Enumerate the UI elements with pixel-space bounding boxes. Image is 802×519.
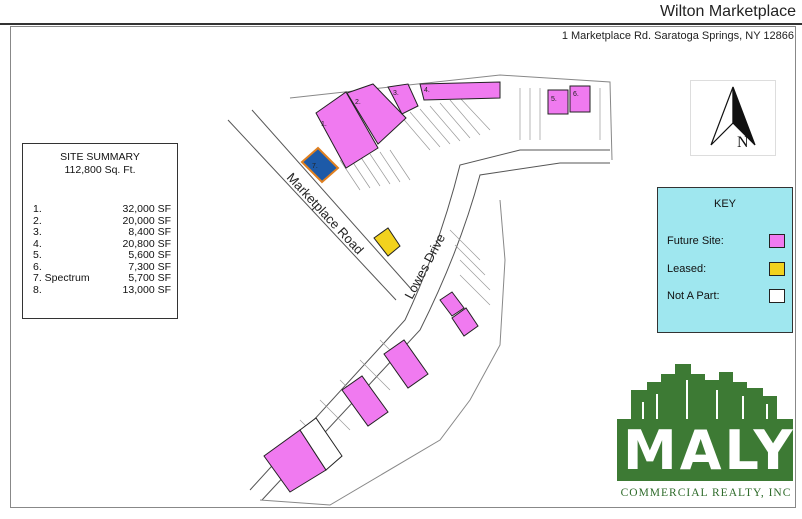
row-value: 32,000 SF (122, 203, 171, 215)
row-label: 6. (33, 260, 42, 273)
row-value: 13,000 SF (122, 283, 171, 296)
compass-label: N (737, 134, 749, 151)
key-row-future: Future Site: (667, 234, 785, 248)
key-label: Future Site: (667, 235, 724, 247)
site-summary-box: SITE SUMMARY 112,800 Sq. Ft. 1. 32,000 SF… (22, 143, 178, 319)
key-title: KEY (713, 198, 736, 210)
pad-lower-2 (341, 375, 389, 427)
building-6 (569, 85, 591, 113)
summary-row: 7. Spectrum 5,700 SF (33, 272, 171, 285)
row-value: 8,400 SF (128, 226, 171, 238)
logo-box (617, 419, 793, 481)
lowes-drive-label: Lowes Drive (401, 231, 448, 301)
summary-row: 5. 5,600 SF (33, 249, 171, 262)
summary-row: 3. 8,400 SF (33, 226, 171, 239)
row-value: 5,700 SF (128, 272, 171, 284)
road-lines (227, 74, 613, 506)
building-6-label: 6. (573, 91, 579, 98)
row-label: 4. (33, 237, 42, 250)
building-4-label: 4. (424, 87, 430, 94)
marketplace-road-label: Marketplace Road (284, 170, 367, 257)
row-value: 20,000 SF (122, 214, 171, 227)
building-2-label: 2. (355, 99, 361, 106)
row-label: 5. (33, 249, 42, 261)
logo-name: MALY (623, 419, 796, 482)
leased-pad (373, 227, 401, 257)
building-2 (346, 83, 407, 145)
pad-lower-white (299, 417, 343, 471)
summary-list: 1. 32,000 SF 2. 20,000 SF 3. 8,400 SF 4. 20,… (33, 203, 171, 297)
building-1-label: 1. (321, 121, 327, 128)
logo-subtitle: COMMERCIAL REALTY, INC (620, 487, 792, 499)
summary-total: 112,800 Sq. Ft. (64, 164, 136, 176)
key-label: Not A Part: (667, 290, 720, 302)
leased-swatch (769, 262, 785, 276)
building-4 (419, 81, 501, 101)
row-label: 8. (33, 283, 42, 296)
not-a-part-swatch (769, 289, 785, 303)
row-label: 3. (33, 226, 42, 238)
row-value: 7,300 SF (128, 260, 171, 273)
key-row-not-a-part: Not A Part: (667, 289, 785, 303)
map-key: KEY Future Site: Leased: Not A Part: (657, 187, 793, 333)
key-label: Leased: (667, 263, 707, 275)
building-7-spectrum (300, 146, 340, 184)
building-5-label: 5. (551, 96, 557, 103)
map-frame (10, 26, 796, 508)
page-title: Wilton Marketplace (659, 3, 796, 20)
building-3-label: 3. (393, 90, 399, 97)
building-3 (387, 83, 419, 115)
maly-logo: MALY COMMERCIAL REALTY, INC (617, 362, 797, 512)
row-label: 1. (33, 203, 42, 215)
summary-row: 6. 7,300 SF (33, 260, 171, 274)
header-divider (0, 23, 802, 25)
row-value: 5,600 SF (128, 249, 171, 261)
building-1 (315, 91, 379, 169)
summary-row: 8. 13,000 SF (33, 283, 171, 297)
summary-row: 2. 20,000 SF (33, 214, 171, 228)
pad-right-2 (451, 307, 479, 337)
summary-row: 4. 20,800 SF (33, 237, 171, 251)
compass-arrow-icon: N (710, 86, 756, 151)
pad-lower-1 (383, 339, 429, 389)
site-address: 1 Marketplace Rd. Saratoga Springs, NY 1… (561, 30, 794, 42)
row-label: 7. Spectrum (33, 272, 90, 284)
future-swatch (769, 234, 785, 248)
skyline-icon (631, 364, 777, 420)
building-7-label: 7. (312, 163, 318, 170)
row-value: 20,800 SF (122, 237, 171, 250)
row-label: 2. (33, 214, 42, 227)
summary-row: 1. 32,000 SF (33, 203, 171, 216)
north-compass: N (690, 80, 776, 156)
pad-right-1 (439, 291, 465, 317)
key-row-leased: Leased: (667, 262, 785, 276)
building-5 (547, 89, 569, 115)
summary-title: SITE SUMMARY (60, 151, 140, 163)
